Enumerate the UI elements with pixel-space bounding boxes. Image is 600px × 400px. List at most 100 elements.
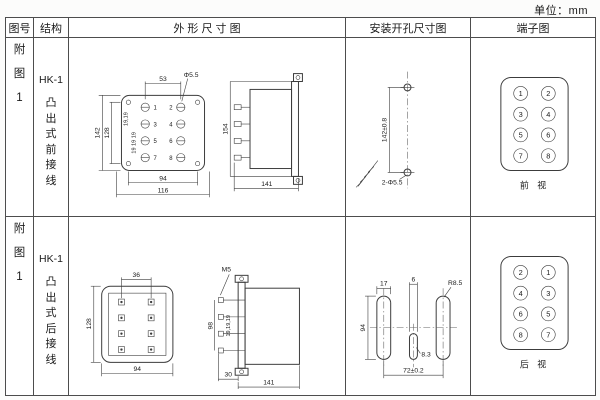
- terminal-number: 5: [546, 310, 550, 319]
- install-dimension-lines: [364, 282, 452, 379]
- dim-slot-height: 94: [360, 324, 367, 332]
- unit-label: 单位：mm: [534, 5, 588, 17]
- terminal-number: 2: [546, 89, 550, 98]
- header-row: 图号 结构 外 形 尺 寸 图 安装开孔尺寸图 端子图: [5, 17, 596, 38]
- dim-center-width: 6: [412, 276, 416, 283]
- surface-hatch-symbol: [355, 160, 379, 188]
- terminal-number: 7: [519, 151, 523, 160]
- install-drawing-rear: 17 6 R8.5 94 8.3 72±0.2: [360, 276, 463, 379]
- dim-top-span: 36: [133, 272, 141, 279]
- terminal-circles: [513, 265, 556, 342]
- terminal-number: 8: [546, 151, 550, 160]
- dim-width-overall: 116: [158, 187, 169, 194]
- relay-side-view-body: [249, 73, 303, 185]
- terminal-number: 8: [169, 156, 173, 162]
- terminal-number: 4: [546, 110, 550, 119]
- header-figure: 图号: [5, 17, 34, 38]
- terminal-number: 3: [153, 122, 157, 128]
- install-dimension-lines: [387, 87, 407, 180]
- terminal-cell: 2 1 4 3 6 5 8 7 后 视: [470, 216, 596, 396]
- terminal-number: 7: [153, 156, 156, 162]
- dim-stud-length: 30: [225, 372, 233, 379]
- terminal-number: 7: [546, 330, 550, 339]
- terminal-diagram-front: 1 2 3 4 5 6 7 8 前 视: [500, 77, 569, 190]
- model-label: HK-1: [39, 253, 63, 265]
- rear-terminal-squares: [118, 298, 155, 353]
- rear-dimension-lines: [90, 277, 174, 377]
- side-dimension-lines: [229, 81, 299, 192]
- terminal-block-outline: [500, 256, 569, 350]
- dim-height-overall: 142: [95, 127, 102, 138]
- terminal-number: 5: [153, 139, 157, 145]
- header-install: 安装开孔尺寸图: [345, 17, 471, 38]
- view-label: 前 视: [520, 179, 549, 190]
- dim-center-dia: 8.3: [421, 351, 431, 358]
- rear-side-details: [218, 276, 246, 375]
- rear-side-dimension-lines: [214, 274, 300, 390]
- structure-label: 凸 出 式 后 接 线: [45, 276, 57, 367]
- outline-cell: 36 128 94: [68, 216, 346, 396]
- mount-slots: [376, 295, 451, 360]
- structure-cell: HK-1 凸 出 式 后 接 线: [33, 216, 69, 396]
- install-drawing-front: 142±0.8 2-Φ5.5: [355, 71, 415, 189]
- terminal-diagram-rear: 2 1 4 3 6 5 8 7 后 视: [500, 256, 569, 369]
- dim-side-height: 154: [222, 123, 229, 134]
- terminal-number: 4: [519, 289, 523, 298]
- figure-cell: 附 图 1: [5, 216, 34, 396]
- terminal-number: 6: [546, 131, 550, 140]
- terminal-cell: 1 2 3 4 5 6 7 8 前 视: [470, 37, 596, 217]
- outline-cell: 1 2 3 4 5 6 7 8: [68, 37, 346, 217]
- dim-width: 94: [134, 366, 142, 373]
- terminal-circles: [513, 86, 556, 163]
- relay-front-view-body: [120, 94, 206, 171]
- view-label: 后 视: [520, 358, 549, 369]
- figure-number: 附 图 1: [13, 223, 26, 284]
- terminal-number: 3: [519, 110, 523, 119]
- dim-side-height: 98: [207, 322, 214, 330]
- terminal-number: 1: [153, 105, 156, 111]
- dim-slot-width: 17: [380, 281, 388, 288]
- dim-holes-label: 2-Φ5.5: [382, 179, 403, 186]
- relay-rear-view-body: [101, 285, 174, 363]
- spec-table: 图号 结构 外 形 尺 寸 图 安装开孔尺寸图 端子图 附 图 1 HK-1 凸…: [5, 17, 596, 396]
- dim-height-holes: 128: [104, 127, 111, 138]
- header-outline: 外 形 尺 寸 图: [68, 17, 346, 38]
- structure-label: 凸 出 式 前 接 线: [45, 97, 57, 188]
- rear-view-inner-plate: [108, 292, 167, 356]
- terminal-number: 3: [546, 289, 550, 298]
- install-cell: 17 6 R8.5 94 8.3 72±0.2: [345, 216, 471, 396]
- dim-row-gaps-a: 19,19: [123, 112, 129, 126]
- outline-drawing-rear: 36 128 94: [86, 266, 300, 390]
- header-structure: 结构: [33, 17, 69, 38]
- model-label: HK-1: [39, 74, 63, 86]
- front-terminal-screws: [140, 102, 186, 163]
- dim-width-holes: 94: [159, 175, 167, 182]
- dim-slot-radius: R8.5: [448, 280, 462, 287]
- header-terminal: 端子图: [470, 17, 596, 38]
- spec-row-rear-wiring: 附 图 1 HK-1 凸 出 式 后 接 线: [5, 216, 596, 396]
- terminal-number: 6: [519, 310, 523, 319]
- dim-thread: M5: [222, 266, 232, 273]
- outline-drawing-front: 1 2 3 4 5 6 7 8: [95, 72, 303, 198]
- dim-depth: 141: [261, 181, 272, 188]
- centerlines: [369, 288, 457, 368]
- terminal-block-outline: [500, 77, 569, 171]
- terminal-number: 2: [519, 268, 523, 277]
- terminal-number: 4: [169, 122, 173, 128]
- front-dimension-lines: [98, 78, 210, 198]
- figure-cell: 附 图 1: [5, 37, 34, 217]
- dim-slot-span: 72±0.2: [403, 368, 424, 375]
- terminal-number: 5: [519, 131, 523, 140]
- terminal-number: 1: [546, 268, 550, 277]
- dim-top-span: 53: [159, 76, 167, 83]
- spec-row-front-wiring: 附 图 1 HK-1 凸 出 式 前 接 线: [5, 37, 596, 217]
- terminal-number: 2: [169, 105, 172, 111]
- dim-depth: 141: [263, 380, 274, 387]
- dim-hole-span: 142±0.8: [382, 118, 389, 143]
- dim-row-gaps: 19,19,19: [226, 315, 232, 336]
- install-cell: 142±0.8 2-Φ5.5: [345, 37, 471, 217]
- terminal-number: 1: [519, 89, 523, 98]
- dim-screw-dia: Φ5.5: [184, 72, 199, 79]
- side-view-details: [233, 75, 301, 183]
